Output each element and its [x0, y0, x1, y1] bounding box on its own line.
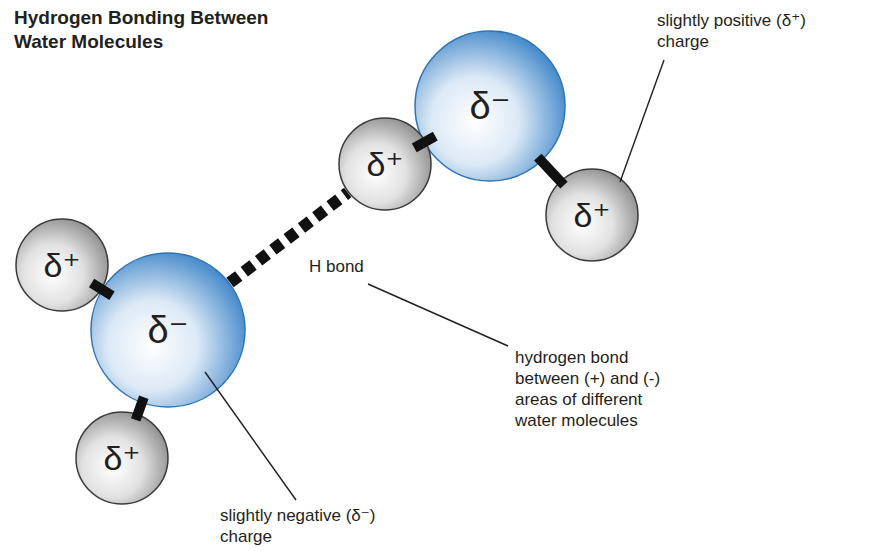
annotation-label: slightly positive (δ⁺) charge: [657, 10, 839, 52]
leader-line: [368, 284, 508, 346]
annotation-label: hydrogen bond between (+) and (-) areas …: [515, 347, 675, 431]
partial-charge: δ⁺: [367, 147, 404, 181]
atom-circle: [76, 412, 168, 504]
bond-label: H bond: [309, 256, 364, 277]
covalent-bond: [538, 157, 564, 185]
partial-charge: δ⁻: [469, 87, 510, 125]
oxygen-atom: δ⁻: [90, 252, 246, 408]
atom-circle: [91, 253, 245, 407]
partial-charge: δ⁺: [104, 441, 141, 475]
atom-circle: [415, 31, 565, 181]
partial-charge: δ⁺: [574, 198, 611, 232]
diagram-title: Hydrogen Bonding Between Water Molecules: [14, 6, 304, 54]
atom-circle: [546, 169, 638, 261]
hydrogen-atom: δ⁺: [75, 411, 169, 505]
atom-circle: [16, 219, 108, 311]
leader-line: [205, 372, 296, 500]
hydrogen-atom: δ⁺: [338, 117, 432, 211]
atom-circle: [339, 118, 431, 210]
hydrogen-atom: δ⁺: [15, 218, 109, 312]
partial-charge: δ⁻: [147, 311, 188, 349]
annotation-label: slightly negative (δ⁻) charge: [220, 505, 410, 547]
leader-line: [620, 60, 664, 182]
partial-charge: δ⁺: [44, 248, 81, 282]
